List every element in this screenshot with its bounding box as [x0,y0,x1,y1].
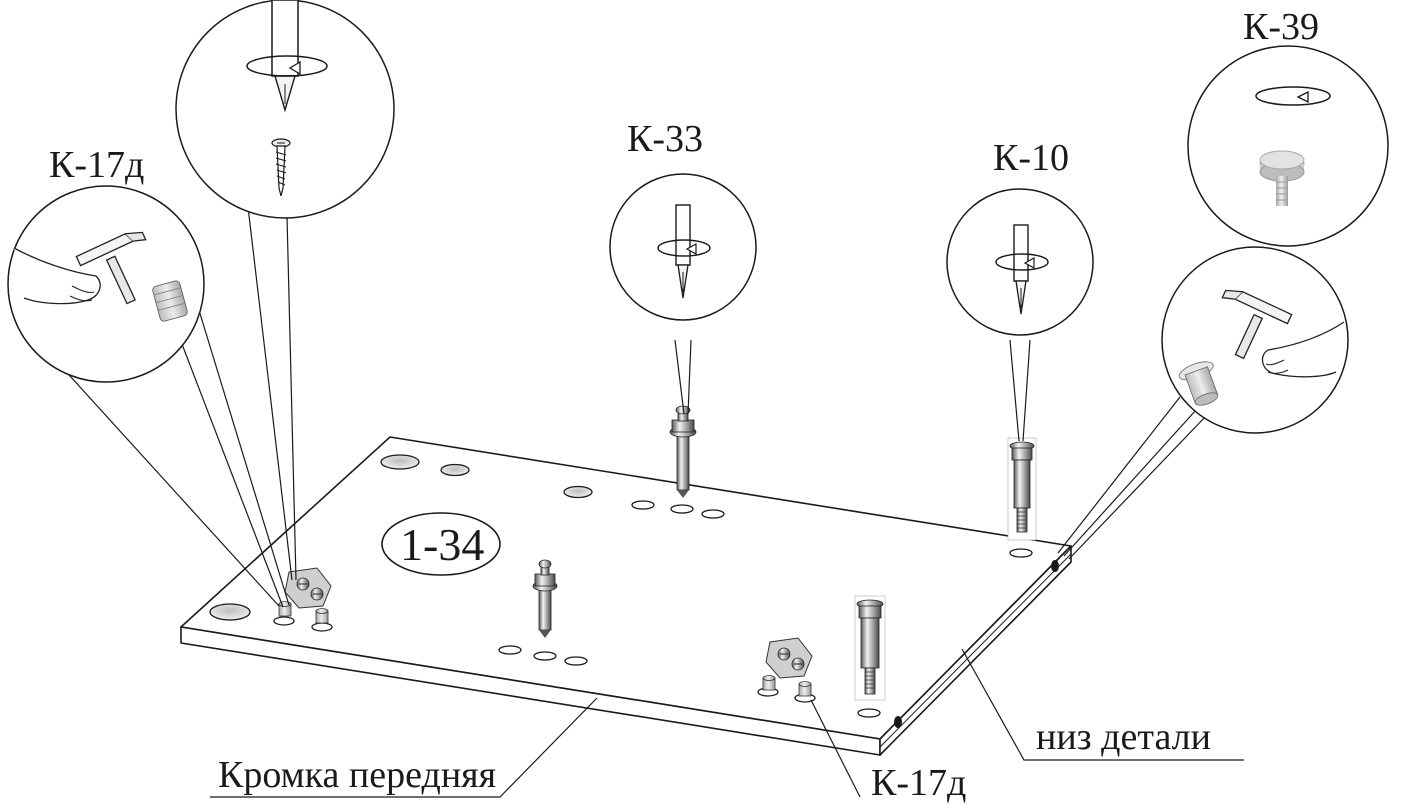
hole [498,645,522,655]
rotation-arrow-icon [1255,86,1331,106]
cam-pin-icon [532,559,558,638]
label-bottom-side: низ детали [1036,716,1211,758]
hole [631,500,655,510]
part-number-oval [381,512,501,576]
callout-lines [39,206,1244,798]
plug-icon [1178,361,1219,406]
hole [857,708,881,718]
hole [273,616,295,626]
rotation-arrow-icon [995,253,1049,271]
hinge-plate-icon [765,637,813,679]
edge-hole [1051,560,1059,572]
hole [440,463,470,477]
cam-bolt-icon [854,595,886,701]
hammer-icon [75,231,147,305]
label-k17d-top: К-17д [49,144,145,186]
hole [564,656,588,666]
hole [311,622,333,632]
board-panel [180,436,1072,756]
hole [533,651,557,661]
hand-icon [1261,321,1345,378]
detail-circle-adjustable-foot [1187,45,1389,247]
hole [380,454,420,470]
rotation-arrow-icon [657,239,711,257]
hole [563,485,593,499]
screwdriver-icon [675,204,691,299]
dowel-icon [152,280,188,322]
label-k39: К-39 [1243,6,1319,48]
hole [701,509,725,519]
rotation-arrow-icon [246,55,328,77]
hole [209,603,251,621]
label-k10: К-10 [993,137,1069,179]
hole [1009,548,1033,558]
adjustable-foot-icon [1259,150,1305,206]
label-k33: К-33 [627,118,703,160]
wood-screw-icon [271,138,291,197]
cam-pin-icon [669,405,697,498]
dowel-icon [278,601,812,697]
detail-circle-cam-bolt [946,188,1094,336]
screwdriver-icon [1013,224,1029,315]
part-number: 1-34 [400,519,485,570]
screwdriver-icon [271,0,299,113]
detail-circle-cam-pin [609,173,757,321]
cam-bolt-icon [1007,437,1037,541]
label-edge-front: Кромка передняя [218,754,497,796]
detail-circle-screw [175,0,395,219]
detail-circle-plug [1161,246,1349,434]
label-k17d-bottom: К-17д [871,762,967,804]
edge-hole [894,716,902,728]
hammer-icon [1221,289,1293,360]
hole [670,504,694,514]
detail-circle-dowel [7,185,205,383]
